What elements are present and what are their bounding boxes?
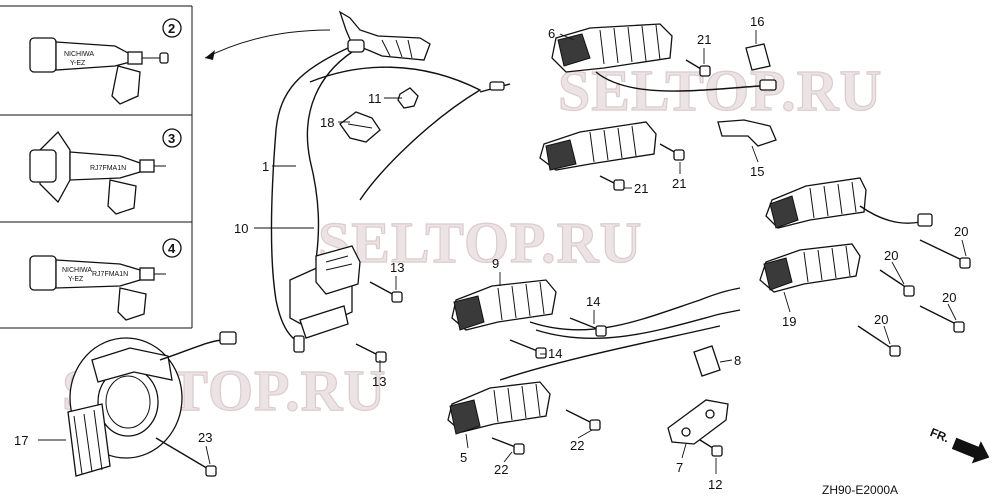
ignition-coil-assembly (270, 10, 511, 353)
wire-clip-18 (339, 111, 381, 143)
callout-3: 3 (168, 131, 175, 146)
label-21-top: 21 (697, 32, 711, 47)
label-21-left: 21 (634, 181, 648, 196)
reference-arrow (204, 29, 331, 59)
label-9: 9 (492, 256, 499, 271)
grommet-16 (745, 43, 771, 71)
callout-2: 2 (168, 21, 175, 36)
label-13-upper: 13 (390, 260, 404, 275)
front-direction-marker: FR. (928, 425, 990, 464)
label-6: 6 (548, 26, 555, 41)
label-10: 10 (234, 221, 248, 236)
label-21-right: 21 (672, 176, 686, 191)
plug-cap-variant-4: NICHIWA Y-EZ RJ7FMA1N (29, 255, 166, 321)
bolts-13 (355, 281, 403, 363)
label-20-a: 20 (954, 224, 968, 239)
bracket-15 (717, 119, 777, 147)
label-19: 19 (782, 314, 796, 329)
label-20-b: 20 (884, 248, 898, 263)
label-12: 12 (708, 477, 722, 492)
callout-4: 4 (168, 241, 176, 256)
label-20-c: 20 (942, 290, 956, 305)
bolts-20 (857, 239, 971, 357)
label-7: 7 (676, 460, 683, 475)
diagram-reference-code: ZH90-E2000A (822, 483, 898, 497)
label-14-upper: 14 (586, 294, 600, 309)
bolt-21-c (659, 143, 685, 161)
stator-17 (67, 331, 237, 477)
cap4-brand-2: Y-EZ (68, 276, 84, 283)
bolts-14-22 (491, 317, 607, 455)
cap4-brand-3: RJ7FMA1N (92, 271, 128, 278)
label-22-right: 22 (570, 438, 584, 453)
coil-5 (447, 325, 721, 435)
label-1: 1 (262, 159, 269, 174)
label-14-lower: 14 (548, 346, 562, 361)
wire-clamp-11 (397, 87, 419, 109)
label-8: 8 (734, 353, 741, 368)
label-17: 17 (14, 433, 28, 448)
inset-panel: NICHIWA Y-EZ 2 RJ7FMA1N 3 NICHIWA Y-EZ R… (0, 5, 193, 329)
plate-7 (667, 399, 729, 457)
callout-circle-3 (162, 128, 182, 148)
label-11: 11 (368, 91, 382, 106)
charge-coil-19 (759, 243, 861, 293)
charge-coil-upper-right (765, 177, 933, 229)
plug-cap-variant-3: RJ7FMA1N (29, 130, 166, 215)
label-16: 16 (750, 14, 764, 29)
grommet-8 (693, 345, 721, 377)
exciter-coil-lower (539, 121, 657, 171)
label-23: 23 (198, 430, 212, 445)
label-22-left: 22 (494, 462, 508, 477)
watermark-middle: SELTOP.RU (318, 210, 642, 275)
leader-lines (38, 30, 967, 474)
label-18: 18 (320, 115, 334, 130)
front-label: FR. (928, 425, 951, 445)
plug-cap-variant-2: NICHIWA Y-EZ (29, 37, 169, 105)
watermark-top: SELTOP.RU (558, 58, 882, 123)
callout-circle-4 (162, 238, 182, 258)
bolt-21-a (685, 59, 711, 77)
label-13-lower: 13 (372, 374, 386, 389)
label-5: 5 (460, 450, 467, 465)
coil-9 (451, 279, 741, 340)
label-15: 15 (750, 164, 764, 179)
cap2-brand-1: NICHIWA (64, 51, 94, 58)
bolt-21-b (599, 175, 625, 191)
cap3-brand: RJ7FMA1N (90, 165, 126, 172)
cap2-brand-2: Y-EZ (70, 60, 86, 67)
label-20-d: 20 (874, 312, 888, 327)
callout-circle-2 (162, 18, 182, 38)
exciter-coil-6 (551, 23, 777, 92)
cap4-brand-1: NICHIWA (62, 267, 92, 274)
